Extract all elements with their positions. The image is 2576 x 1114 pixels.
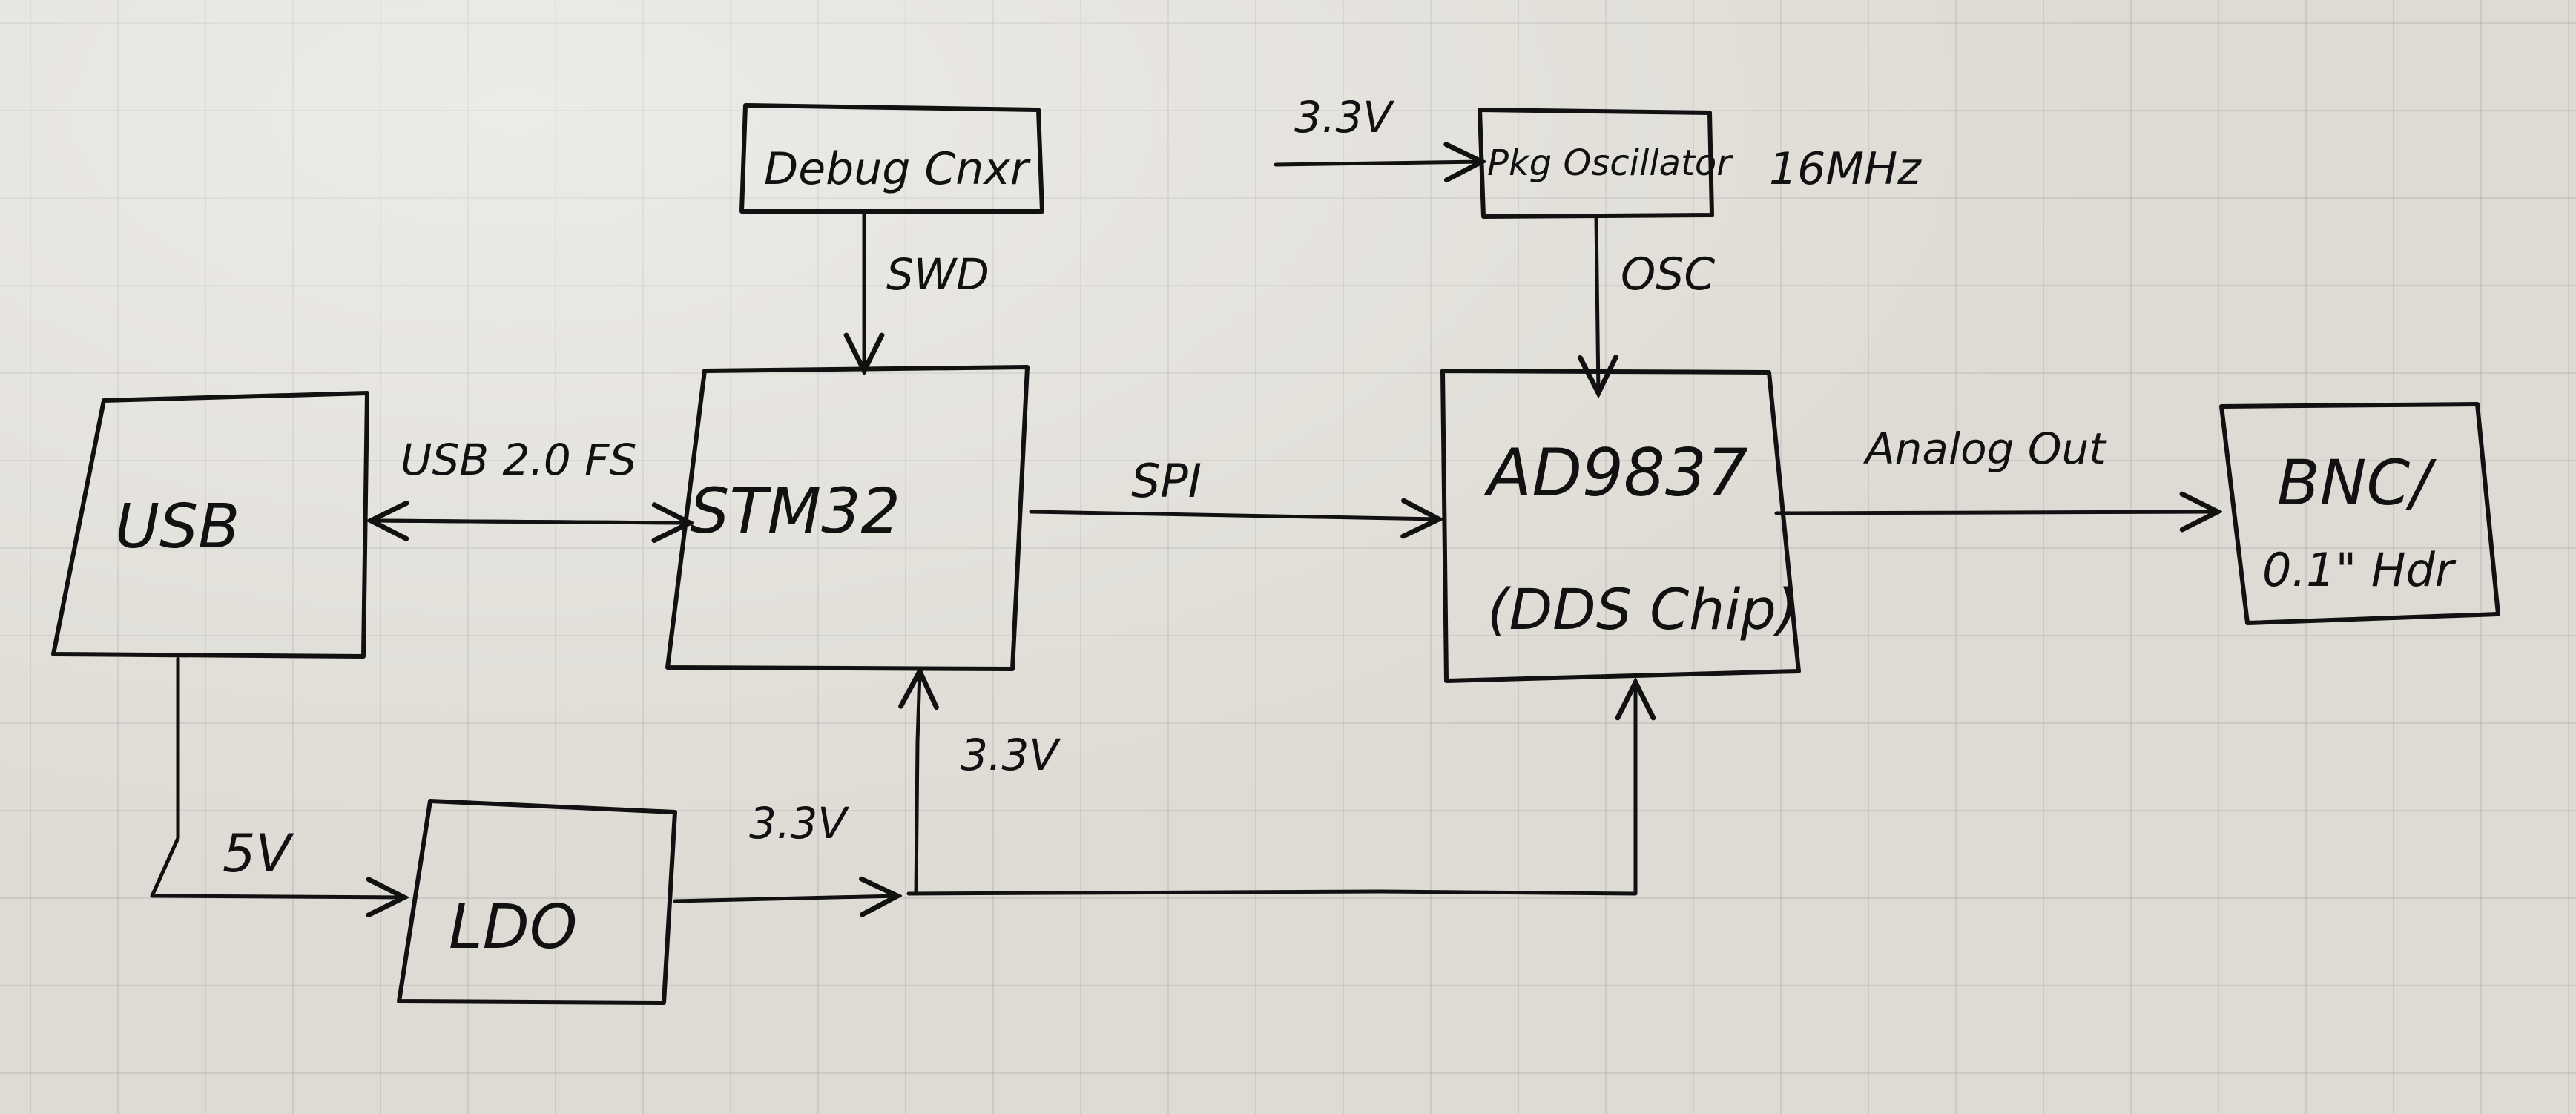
ldo-block-label: LDO	[449, 892, 577, 963]
bnc-header-block: BNC/ 0.1" Hdr	[2219, 402, 2500, 625]
debug-connector-label: Debug Cnxr	[764, 143, 1031, 195]
oscillator-block: Pkg Oscillator	[1478, 108, 1733, 219]
stm32-supply-arrow	[916, 671, 920, 896]
osc-supply-label: 3.3V	[1294, 92, 1395, 142]
usb-stm32-link	[371, 521, 690, 523]
dds-chip-label-line2: (DDS Chip)	[1487, 576, 1798, 642]
stm32-block-label: STM32	[690, 475, 900, 547]
debug-connector-block: Debug Cnxr	[739, 103, 1044, 214]
analog-out-arrow	[1774, 512, 2218, 513]
osc-arrow	[1596, 214, 1598, 393]
spi-label: SPI	[1131, 454, 1202, 508]
bnc-header-label-line2: 0.1" Hdr	[2262, 543, 2457, 597]
analog-out-label: Analog Out	[1862, 423, 2107, 474]
usb-block-label: USB	[115, 492, 240, 562]
dds-chip-label-line1: AD9837	[1483, 435, 1748, 511]
dds-supply-wire	[906, 682, 1635, 896]
swd-label: SWD	[886, 249, 989, 300]
spi-arrow	[1029, 512, 1439, 519]
bnc-header-label-line1: BNC/	[2277, 446, 2437, 519]
frequency-label: 16MHz	[1769, 143, 1922, 195]
osc-label: OSC	[1621, 248, 1715, 300]
usb-block: USB	[51, 391, 369, 659]
stm32-block: STM32	[665, 365, 1030, 671]
dds-chip-block: AD9837 (DDS Chip)	[1440, 369, 1801, 683]
ldo-block: LDO	[397, 799, 677, 1005]
stm32-supply-label: 3.3V	[961, 730, 1061, 780]
osc-supply-arrow	[1274, 162, 1482, 165]
ldo-out-label: 3.3V	[749, 798, 850, 848]
oscillator-block-label: Pkg Oscillator	[1487, 142, 1733, 184]
usb-link-label: USB 2.0 FS	[401, 435, 636, 485]
ldo-out-arrow	[673, 896, 897, 901]
five-volt-label: 5V	[223, 823, 294, 884]
five-volt-wire	[150, 656, 404, 897]
